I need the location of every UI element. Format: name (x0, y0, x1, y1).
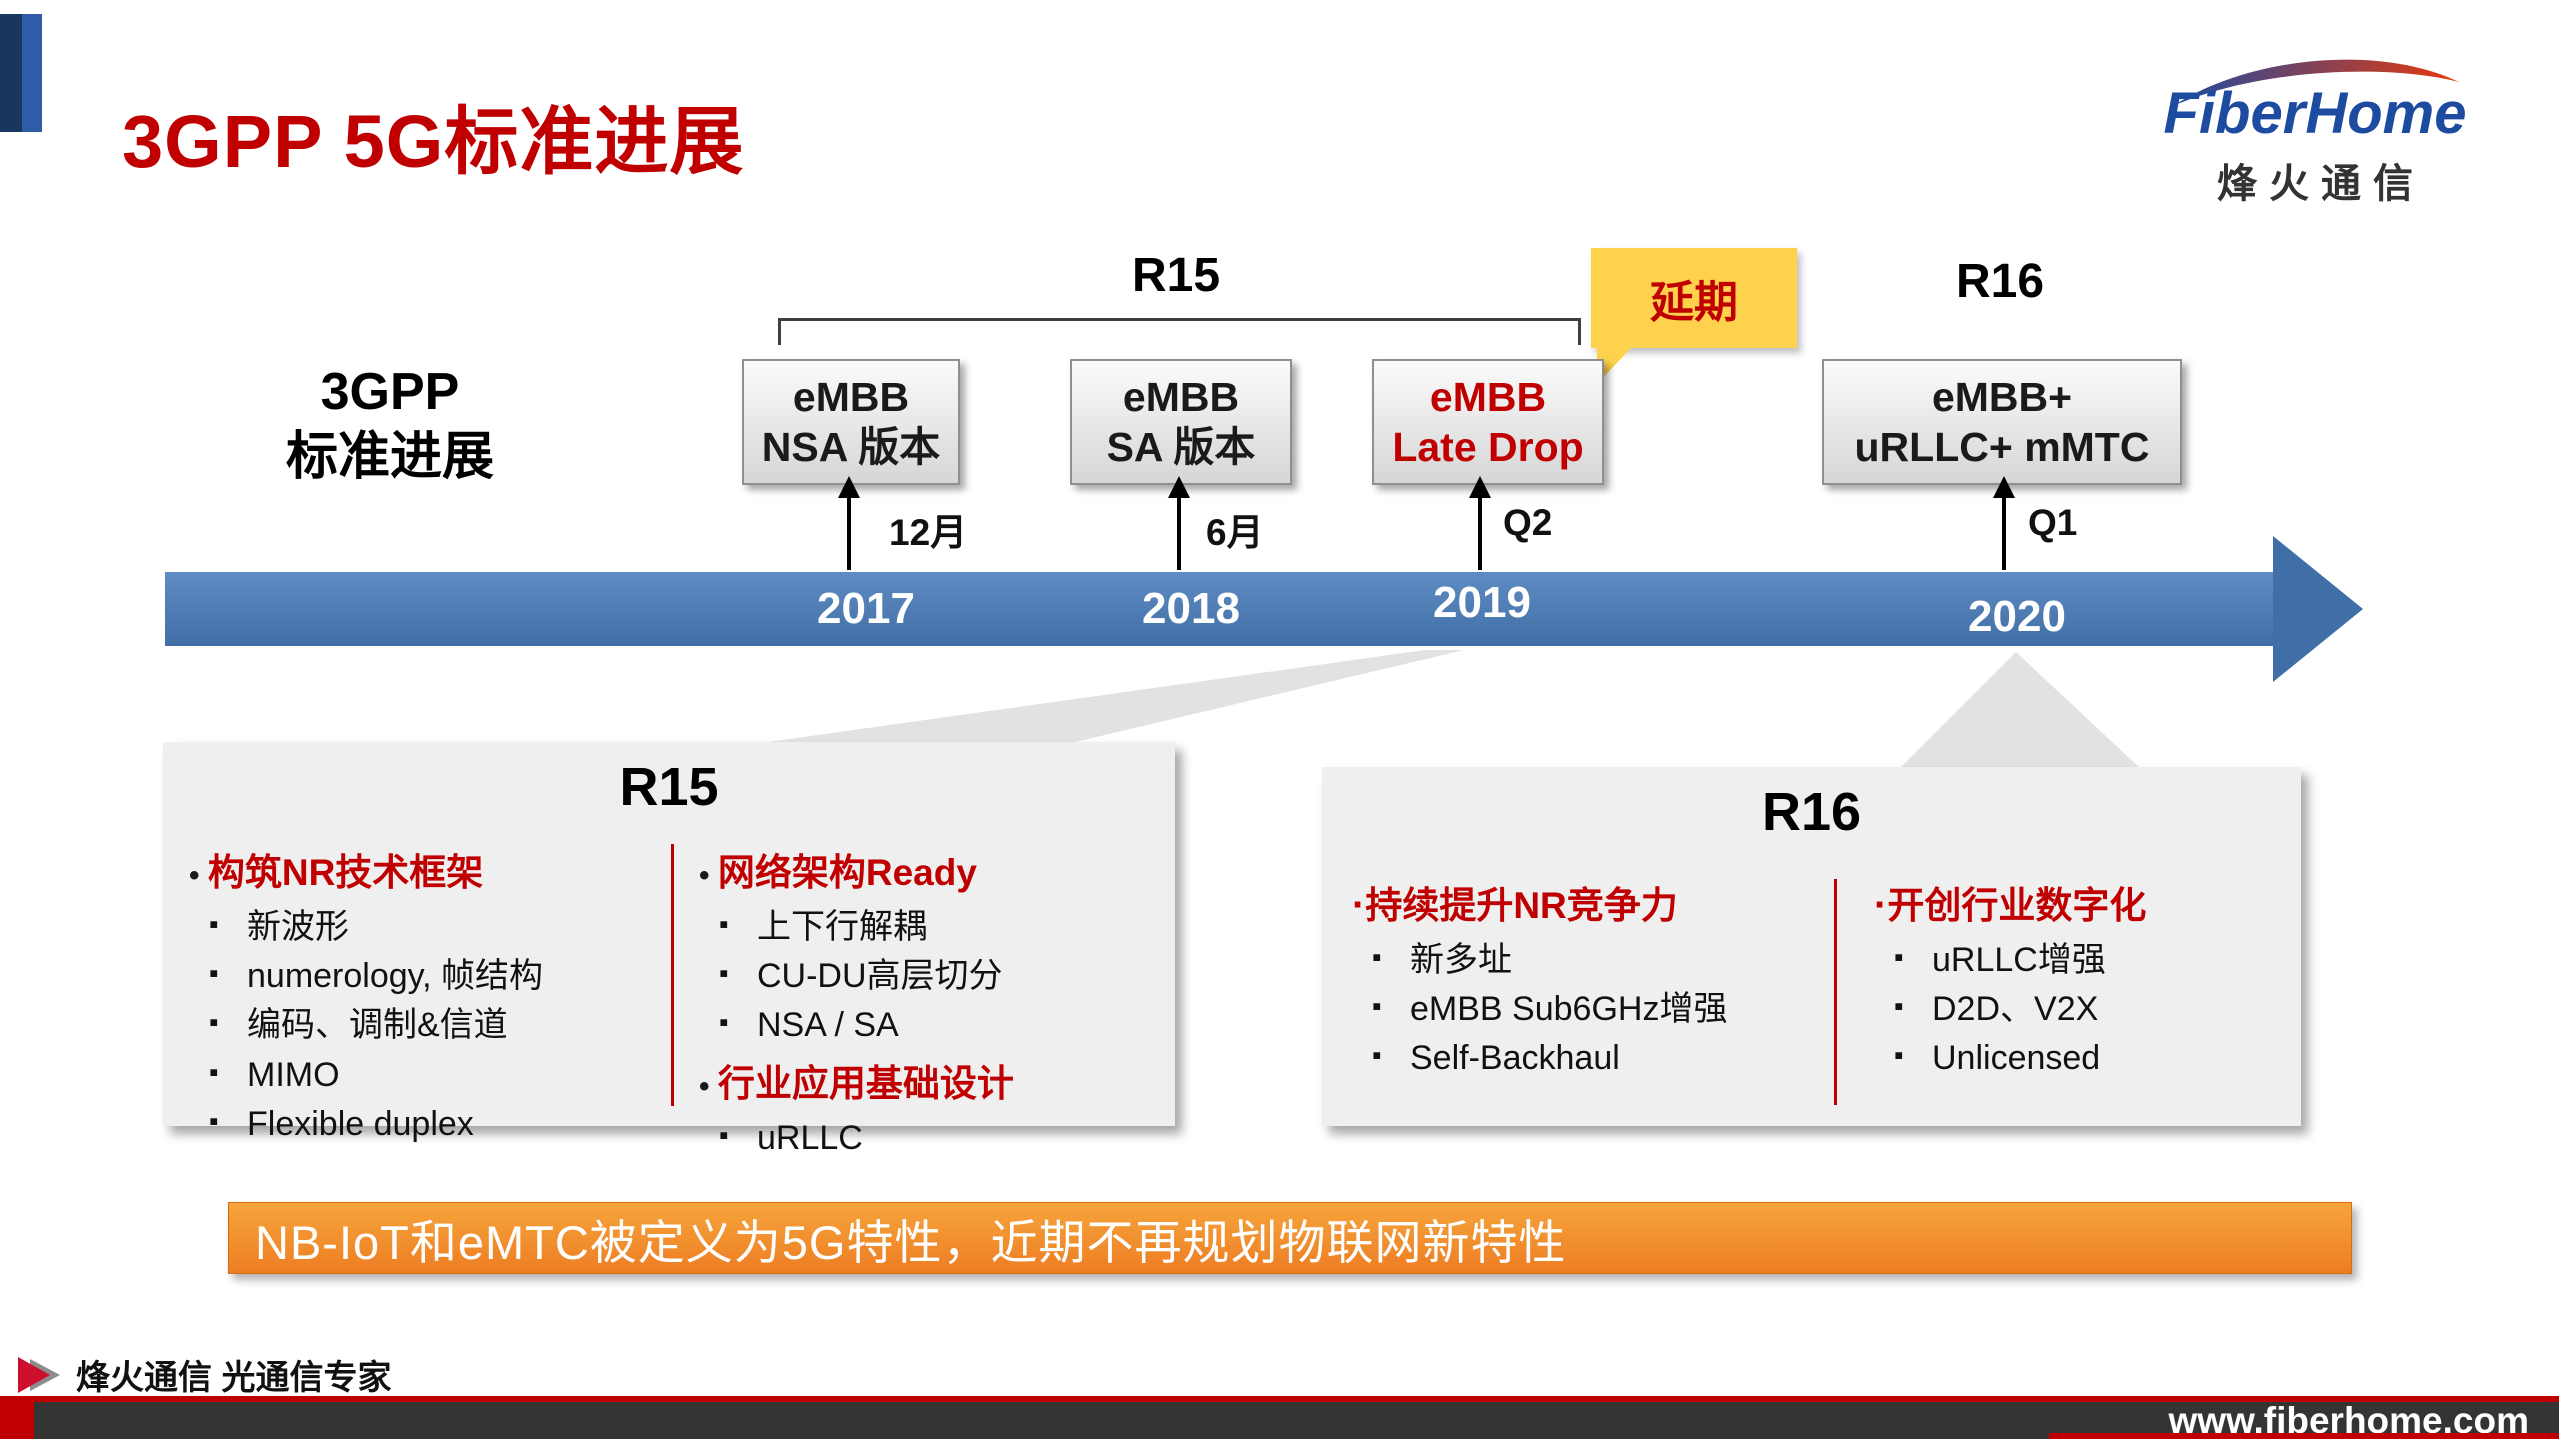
r15-col2-heading-2: 行业应用基础设计 (699, 1053, 1154, 1107)
milestone-embb-sa: eMBB SA 版本 (1070, 359, 1292, 485)
list-item: D2D、V2X (1874, 986, 2279, 1032)
milestone-date: 6月 (1206, 512, 1264, 553)
milestone-embb-late-drop: eMBB Late Drop (1372, 359, 1604, 485)
r16-col1-heading: 持续提升NR竞争力 (1352, 875, 1822, 929)
milestone-date: Q2 (1503, 502, 1553, 543)
corner-accent-bar-light (22, 14, 42, 132)
list-item: Flexible duplex (189, 1101, 659, 1147)
list-item: CU-DU高层切分 (699, 953, 1154, 999)
r15-bracket-label: R15 (1131, 249, 1221, 302)
footer-left-accent (0, 1402, 34, 1439)
r16-column-1: 持续提升NR竞争力 新多址 eMBB Sub6GHz增强 Self-Backha… (1352, 871, 1822, 1085)
logo-brand-chinese: 烽火通信 (2217, 161, 2425, 206)
r15-column-2: 网络架构Ready 上下行解耦 CU-DU高层切分 NSA / SA 行业应用基… (699, 838, 1154, 1164)
r15-col1-list: 新波形 numerology, 帧结构 编码、调制&信道 MIMO Flexib… (189, 904, 659, 1147)
delay-callout: 延期 (1591, 248, 1797, 384)
timeline-year: 2018 (1142, 584, 1240, 633)
milestone-line2: SA 版本 (1106, 424, 1256, 470)
r16-col2-heading: 开创行业数字化 (1874, 875, 2279, 929)
footer-website-underline (2049, 1433, 2559, 1439)
play-triangle-icon (18, 1356, 60, 1393)
r15-detail-panel: R15 构筑NR技术框架 新波形 numerology, 帧结构 编码、调制&信… (163, 742, 1175, 1157)
list-item: uRLLC (699, 1115, 1154, 1161)
logo-swoosh-icon (2173, 59, 2459, 106)
timeline-year: 2019 (1433, 578, 1531, 627)
r15-panel-divider (671, 844, 674, 1106)
axis-label-line2: 标准进展 (285, 428, 494, 486)
milestone-embb-nsa: eMBB NSA 版本 (742, 359, 960, 485)
milestone-line1: eMBB (792, 373, 910, 420)
milestone-arrow-icon (1469, 476, 1491, 570)
r16-timeline-label: R16 (1955, 255, 2045, 308)
r15-col2-heading-1: 网络架构Ready (699, 842, 1154, 896)
list-item: Unlicensed (1874, 1035, 2279, 1081)
milestone-line1: eMBB (1122, 373, 1240, 420)
footer-bar (0, 1402, 2559, 1439)
r16-panel-divider (1834, 879, 1837, 1105)
key-message-banner: NB-IoT和eMTC被定义为5G特性，近期不再规划物联网新特性 (228, 1202, 2352, 1274)
corner-accent-bar-dark (0, 14, 22, 132)
list-item: NSA / SA (699, 1002, 1154, 1048)
r15-col2-list-1: 上下行解耦 CU-DU高层切分 NSA / SA (699, 904, 1154, 1049)
milestone-line2: NSA 版本 (761, 424, 941, 470)
milestone-line1: eMBB+ (1931, 373, 2073, 420)
footer-tagline: 烽火通信 光通信专家 (16, 1350, 391, 1399)
list-item: 编码、调制&信道 (189, 1002, 659, 1048)
list-item: 上下行解耦 (699, 904, 1154, 950)
milestone-line2: Late Drop (1392, 424, 1584, 470)
r15-col1-heading: 构筑NR技术框架 (189, 842, 659, 896)
list-item: 新多址 (1352, 937, 1822, 983)
r15-col2-list-2: uRLLC (699, 1115, 1154, 1161)
r16-detail-panel: R16 持续提升NR竞争力 新多址 eMBB Sub6GHz增强 Self-Ba… (1322, 767, 2301, 1126)
logo-brand-text: FiberHome (2163, 81, 2467, 146)
milestone-arrow-icon (1993, 476, 2015, 570)
r16-panel-title: R16 (1761, 782, 1862, 842)
axis-label-line1: 3GPP (320, 363, 460, 421)
timeline-year: 2017 (817, 584, 915, 633)
milestone-arrow-icon (838, 476, 860, 570)
r16-col1-list: 新多址 eMBB Sub6GHz增强 Self-Backhaul (1352, 937, 1822, 1082)
r15-panel-title: R15 (619, 757, 719, 817)
milestone-line1: eMBB (1429, 373, 1547, 420)
footer-tagline-text: 烽火通信 光通信专家 (76, 1359, 392, 1397)
list-item: MIMO (189, 1052, 659, 1098)
page-title: 3GPP 5G标准进展 (122, 100, 745, 183)
milestone-arrow-icon (1168, 476, 1190, 570)
fiberhome-logo: FiberHome 烽火通信 (2150, 52, 2480, 209)
r16-col2-list: uRLLC增强 D2D、V2X Unlicensed (1874, 937, 2279, 1082)
list-item: 新波形 (189, 904, 659, 950)
list-item: uRLLC增强 (1874, 937, 2279, 983)
timeline-year: 2020 (1968, 592, 2066, 641)
timeline-arrowhead-icon (2273, 536, 2363, 682)
footer-red-divider (0, 1396, 2559, 1402)
timeline-axis-label: 3GPP 标准进展 (235, 360, 545, 490)
list-item: numerology, 帧结构 (189, 953, 659, 999)
list-item: Self-Backhaul (1352, 1035, 1822, 1081)
milestone-embb-urllc-mmtc: eMBB+ uRLLC+ mMTC (1822, 359, 2182, 485)
r15-column-1: 构筑NR技术框架 新波形 numerology, 帧结构 编码、调制&信道 MI… (189, 838, 659, 1150)
milestone-date: 12月 (889, 512, 968, 553)
footer-website: www.fiberhome.com (2168, 1400, 2529, 1439)
list-item: eMBB Sub6GHz增强 (1352, 986, 1822, 1032)
timeline-arrow-shaft (165, 572, 2273, 646)
r15-span-bracket (778, 318, 1581, 345)
milestone-line2: uRLLC+ mMTC (1854, 424, 2150, 470)
milestone-date: Q1 (2028, 502, 2078, 543)
r16-column-2: 开创行业数字化 uRLLC增强 D2D、V2X Unlicensed (1874, 871, 2279, 1085)
